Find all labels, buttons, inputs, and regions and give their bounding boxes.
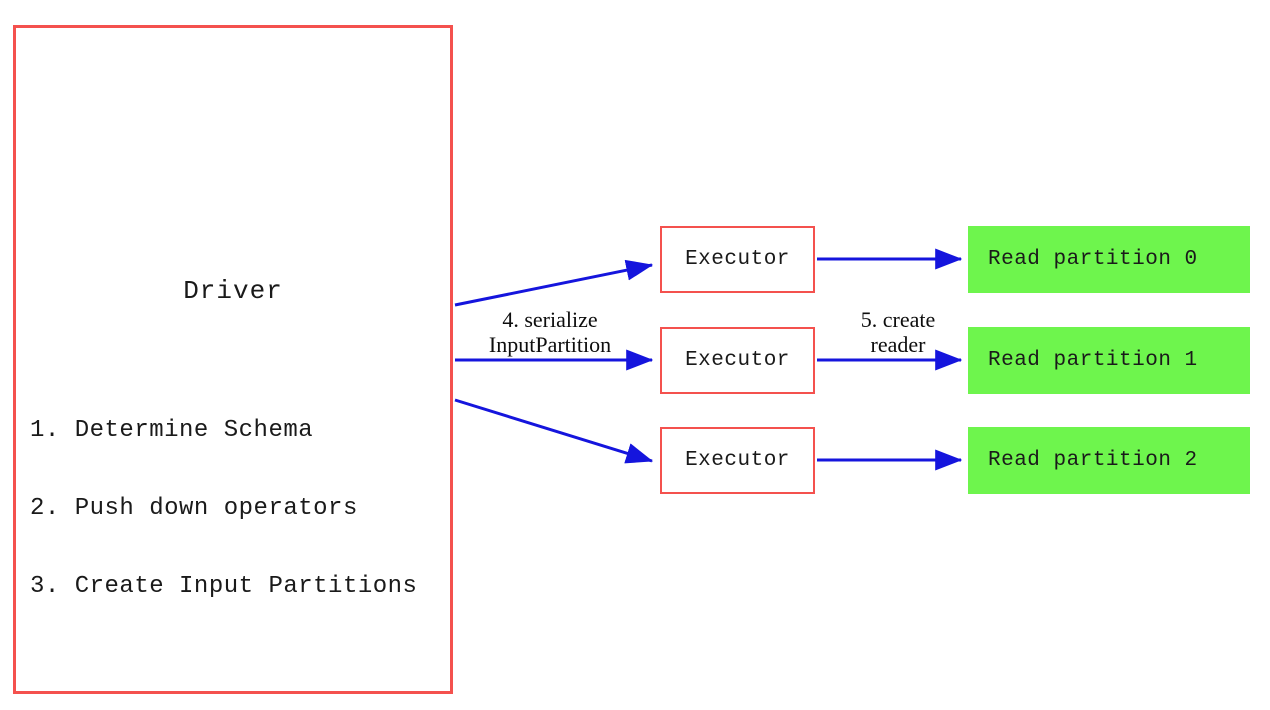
executor-box-1[interactable]: Executor <box>660 327 815 394</box>
edge-label-serialize-input-partition: 4. serialize InputPartition <box>462 307 638 357</box>
edge-label-create-reader: 5. create reader <box>833 307 963 357</box>
driver-step-3: 3. Create Input Partitions <box>30 573 418 600</box>
partition-box-2[interactable]: Read partition 2 <box>968 427 1250 494</box>
partition-label-2: Read partition 2 <box>988 449 1198 472</box>
executor-box-0[interactable]: Executor <box>660 226 815 293</box>
executor-label-2: Executor <box>685 449 790 472</box>
arrow-driver-to-executor-0 <box>454 259 654 307</box>
partition-label-1: Read partition 1 <box>988 349 1198 372</box>
driver-title: Driver <box>183 276 283 306</box>
driver-steps-list: 1. Determine Schema 2. Push down operato… <box>30 366 417 652</box>
edge-label-create-reader-line2: reader <box>870 332 926 357</box>
edge-label-serialize-line2: InputPartition <box>488 332 612 357</box>
driver-box[interactable]: Driver 1. Determine Schema 2. Push down … <box>13 25 453 694</box>
partition-box-1[interactable]: Read partition 1 <box>968 327 1250 394</box>
executor-label-0: Executor <box>685 248 790 271</box>
executor-label-1: Executor <box>685 349 790 372</box>
driver-step-2: 2. Push down operators <box>30 495 358 522</box>
partition-box-0[interactable]: Read partition 0 <box>968 226 1250 293</box>
edge-label-create-reader-line1: 5. create <box>860 307 936 332</box>
executor-box-2[interactable]: Executor <box>660 427 815 494</box>
arrow-driver-to-executor-2 <box>454 398 654 464</box>
driver-step-1: 1. Determine Schema <box>30 417 314 444</box>
partition-label-0: Read partition 0 <box>988 248 1198 271</box>
edge-label-serialize-line1: 4. serialize <box>502 307 598 332</box>
